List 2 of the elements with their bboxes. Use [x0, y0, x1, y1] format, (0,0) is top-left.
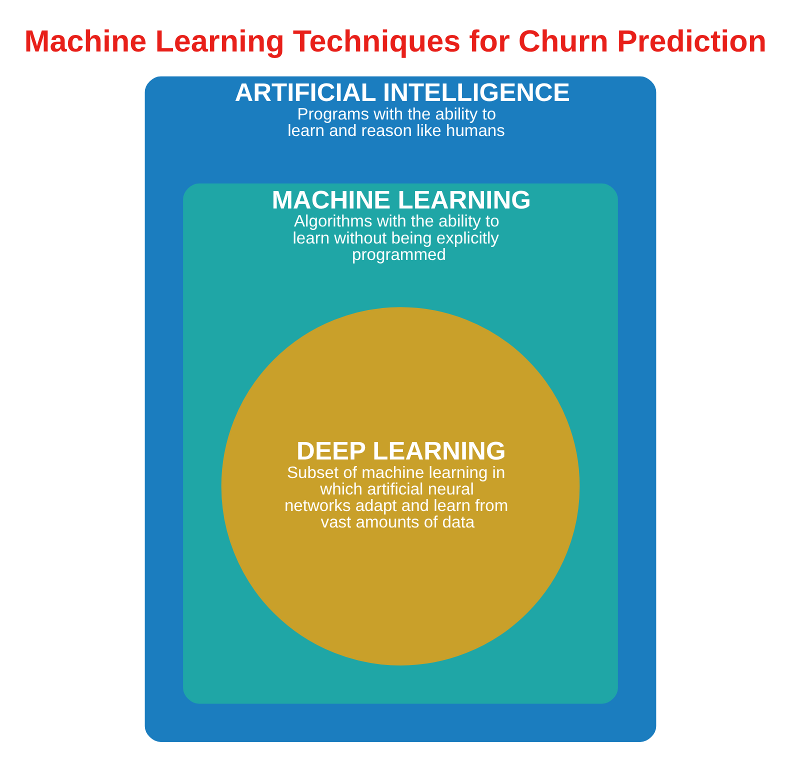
node-circle: DEEP LEARNING Subset of machine learning in which artificial neural networks adapt and learn from vast amounts of data	[220, 306, 580, 665]
diagram-title: Machine Learning Techniques for Churn Prediction	[24, 24, 766, 58]
